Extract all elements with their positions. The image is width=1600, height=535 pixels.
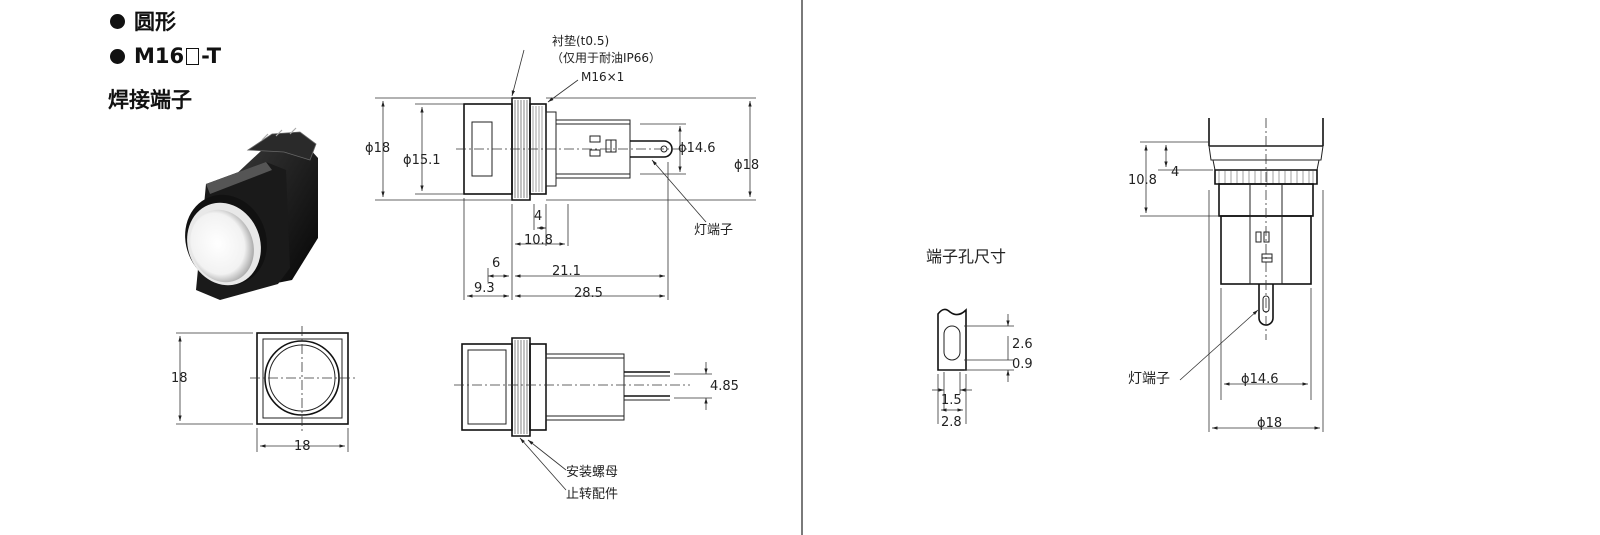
dim-4: 4: [534, 209, 542, 224]
mounting-nut-label: 安装螺母: [566, 465, 618, 480]
terminal-type-label: 焊接端子: [108, 88, 192, 112]
dia-15-1-dim: ϕ15.1: [403, 153, 441, 168]
product-photo: [185, 127, 318, 300]
dim-9-3: 9.3: [474, 281, 495, 296]
model-prefix: M16: [134, 44, 185, 68]
placeholder-box-icon: [186, 47, 200, 65]
right-lamp-terminal-label: 灯端子: [1128, 371, 1170, 387]
terminal-hole-detail: [932, 308, 1014, 424]
dia-14-6-dim: ϕ14.6: [678, 141, 716, 156]
right-dia-14-6: ϕ14.6: [1241, 372, 1279, 387]
shape-heading: 圆形: [110, 6, 176, 36]
right-side-view: [1140, 118, 1324, 432]
right-dia-18: ϕ18: [1257, 416, 1282, 431]
right-dim-10-8: 10.8: [1128, 173, 1157, 188]
front-width-dim: 18: [294, 439, 311, 454]
gasket-label: 衬垫(t0.5): [552, 33, 609, 48]
dia-18-left-dim: ϕ18: [365, 141, 390, 156]
dim-28-5: 28.5: [574, 286, 603, 301]
dim-4-85: 4.85: [710, 379, 739, 394]
model-heading: M16 -T: [110, 44, 221, 68]
dim-10-8: 10.8: [524, 233, 553, 248]
anti-rotation-label: 止转配件: [566, 487, 618, 502]
thread-label: M16×1: [581, 70, 624, 84]
top-view: [454, 337, 712, 491]
shape-label: 圆形: [134, 10, 176, 34]
bullet-icon: [110, 48, 125, 64]
hole-dim-2-8: 2.8: [941, 415, 962, 430]
hole-dim-2-6: 2.6: [1012, 337, 1033, 352]
dim-6: 6: [492, 256, 500, 271]
front-height-dim: 18: [171, 371, 188, 386]
bullet-icon: [110, 13, 125, 29]
side-view: [375, 49, 756, 300]
hole-dim-0-9: 0.9: [1012, 357, 1033, 372]
hole-dim-1-5: 1.5: [941, 393, 962, 408]
dim-21-1: 21.1: [552, 264, 581, 279]
lamp-terminal-label: 灯端子: [694, 223, 733, 238]
model-suffix: -T: [201, 44, 222, 68]
terminal-type-heading: 焊接端子: [108, 84, 192, 114]
dia-18-right-dim: ϕ18: [734, 158, 759, 173]
front-view: [176, 326, 356, 452]
terminal-hole-title: 端子孔尺寸: [926, 247, 1006, 266]
gasket-note: （仅用于耐油IP66）: [551, 51, 661, 65]
right-dim-4: 4: [1171, 165, 1179, 180]
